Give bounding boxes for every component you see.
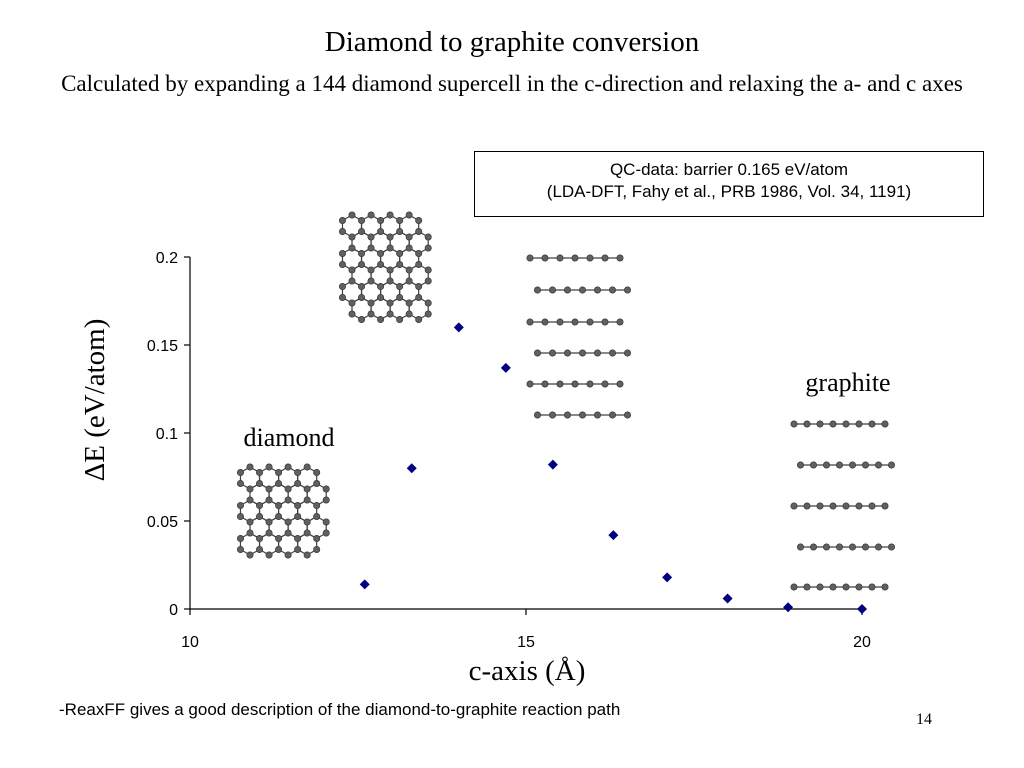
data-point <box>662 572 673 583</box>
y-tick-label: 0.15 <box>147 338 178 355</box>
diamond-structure-bottom-illustration <box>236 463 330 559</box>
footer-note: -ReaxFF gives a good description of the … <box>59 700 621 719</box>
x-tick-label: 15 <box>517 634 535 651</box>
data-point <box>857 604 867 614</box>
diamond-label: diamond <box>244 423 335 452</box>
diamond-structure-top-illustration <box>338 211 432 323</box>
x-axis-label: c-axis (Å) <box>469 655 586 687</box>
y-axis-label: ΔE (eV/atom) <box>79 319 111 482</box>
qc-data-note-line1: QC-data: barrier 0.165 eV/atom <box>609 160 849 179</box>
y-tick-label: 0.1 <box>156 426 178 443</box>
x-tick-label: 10 <box>181 634 199 651</box>
data-point <box>547 459 558 470</box>
data-point <box>406 463 417 474</box>
data-points <box>359 322 867 614</box>
slide-title: Diamond to graphite conversion <box>324 26 700 58</box>
data-point <box>500 362 511 373</box>
intermediate-layer-structure-illustration <box>526 254 631 419</box>
y-tick-label: 0 <box>169 602 178 619</box>
data-point <box>722 593 733 604</box>
x-tick-label: 20 <box>853 634 871 651</box>
slide-number: 14 <box>916 711 932 728</box>
data-point <box>608 530 619 541</box>
y-tick-label: 0.05 <box>147 514 178 531</box>
slide-subtitle: Calculated by expanding a 144 diamond su… <box>61 71 963 96</box>
data-point <box>783 602 794 613</box>
y-tick-label: 0.2 <box>156 250 178 267</box>
graphite-structure-illustration <box>790 420 895 591</box>
axis-tick-labels: 0 0.05 0.1 0.15 0.2 10 15 20 <box>147 250 871 651</box>
graphite-label: graphite <box>805 368 890 397</box>
data-point <box>453 322 464 333</box>
data-point <box>359 579 370 590</box>
qc-data-note-line2: (LDA-DFT, Fahy et al., PRB 1986, Vol. 34… <box>546 182 912 201</box>
qc-data-note: QC-data: barrier 0.165 eV/atom (LDA-DFT,… <box>474 151 984 217</box>
